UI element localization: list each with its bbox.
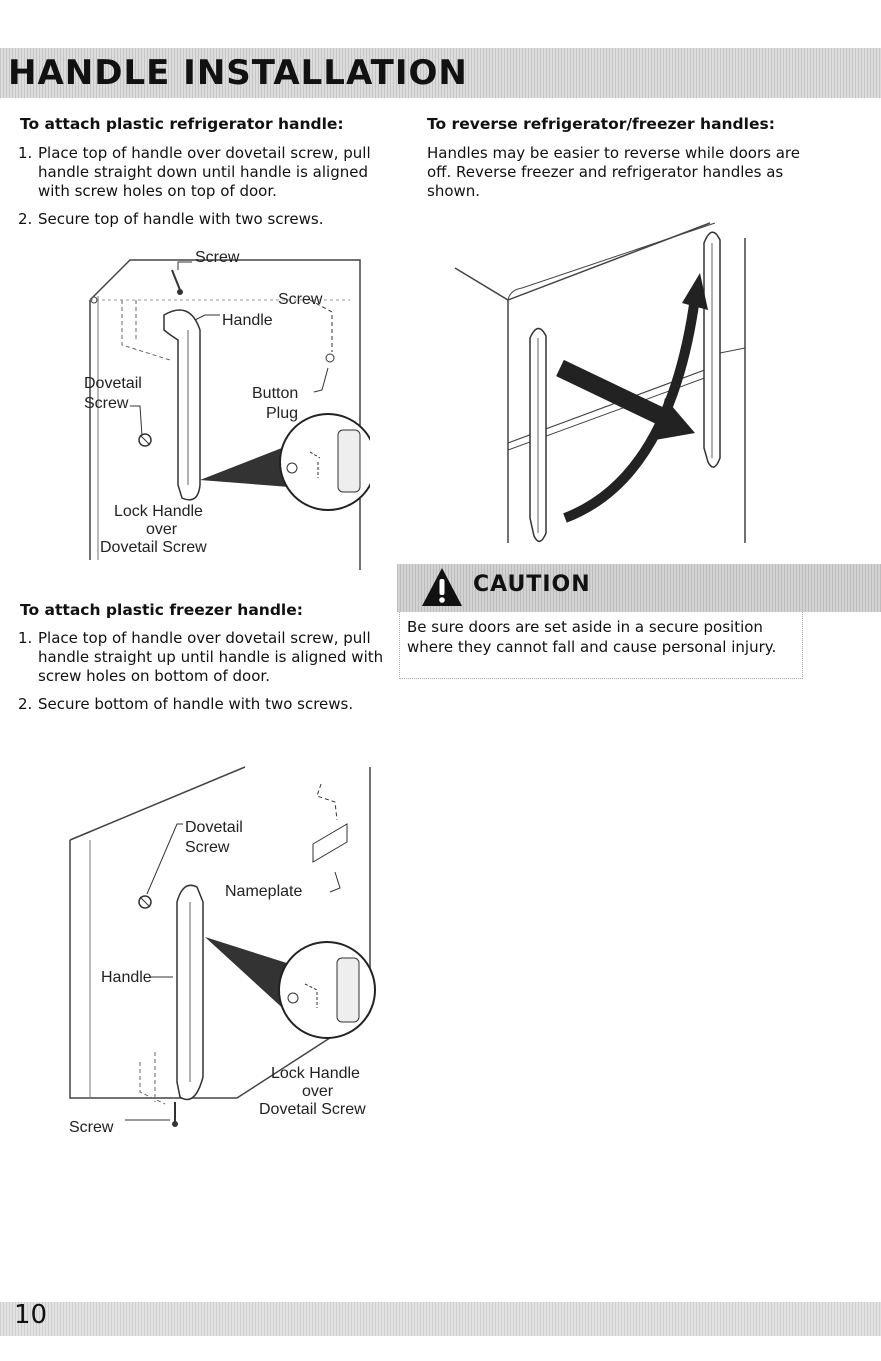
- label-lock-3: Dovetail Screw: [259, 1101, 366, 1118]
- caution-text: Be sure doors are set aside in a secure …: [407, 618, 777, 656]
- freezer-step-1: 1.Place top of handle over dovetail scre…: [18, 629, 384, 685]
- label-dovetail-1: Dovetail: [84, 375, 142, 392]
- reverse-text: Handles may be easier to reverse while d…: [427, 144, 800, 200]
- label-lock-1: Lock Handle: [271, 1065, 360, 1082]
- freezer-heading: To attach plastic freezer handle:: [20, 601, 303, 619]
- label-screw-right: Screw: [278, 291, 323, 308]
- freezer-steps: 1.Place top of handle over dovetail scre…: [0, 629, 385, 723]
- caution-box: [399, 612, 803, 679]
- label-lock-3: Dovetail Screw: [100, 539, 207, 556]
- label-nameplate: Nameplate: [225, 883, 302, 900]
- footer-bar: [0, 1302, 881, 1336]
- refrigerator-step-2: 2.Secure top of handle with two screws.: [18, 210, 324, 228]
- page-title: HANDLE INSTALLATION: [8, 53, 468, 93]
- page-number: 10: [14, 1300, 48, 1330]
- freezer-handle-figure: Dovetail Screw Nameplate Handle Lock Han…: [65, 762, 385, 1132]
- label-dovetail-2: Screw: [84, 395, 129, 412]
- caution-banner: [397, 564, 881, 612]
- refrigerator-steps: 1.Place top of handle over dovetail scre…: [0, 144, 380, 238]
- label-dovetail-2: Screw: [185, 839, 230, 856]
- reverse-heading: To reverse refrigerator/freezer handles:: [427, 115, 775, 133]
- label-lock-2: over: [302, 1083, 334, 1100]
- warning-icon: [420, 566, 464, 612]
- reverse-handles-figure: [450, 218, 780, 548]
- label-lock-1: Lock Handle: [114, 503, 203, 520]
- label-lock-2: over: [146, 521, 178, 538]
- label-plug: Plug: [266, 405, 298, 422]
- header-banner: [0, 48, 881, 98]
- label-button: Button: [252, 385, 298, 402]
- caution-title: CAUTION: [473, 572, 591, 597]
- refrigerator-step-1: 1.Place top of handle over dovetail scre…: [18, 144, 371, 200]
- label-screw-top: Screw: [195, 249, 240, 266]
- label-handle: Handle: [101, 969, 152, 986]
- refrigerator-handle-figure: Screw Screw Handle Dovetail Screw Button…: [70, 240, 370, 570]
- label-handle: Handle: [222, 312, 273, 329]
- freezer-step-2: 2.Secure bottom of handle with two screw…: [18, 695, 354, 713]
- refrigerator-heading: To attach plastic refrigerator handle:: [20, 115, 344, 133]
- label-screw: Screw: [69, 1119, 114, 1132]
- label-dovetail-1: Dovetail: [185, 819, 243, 836]
